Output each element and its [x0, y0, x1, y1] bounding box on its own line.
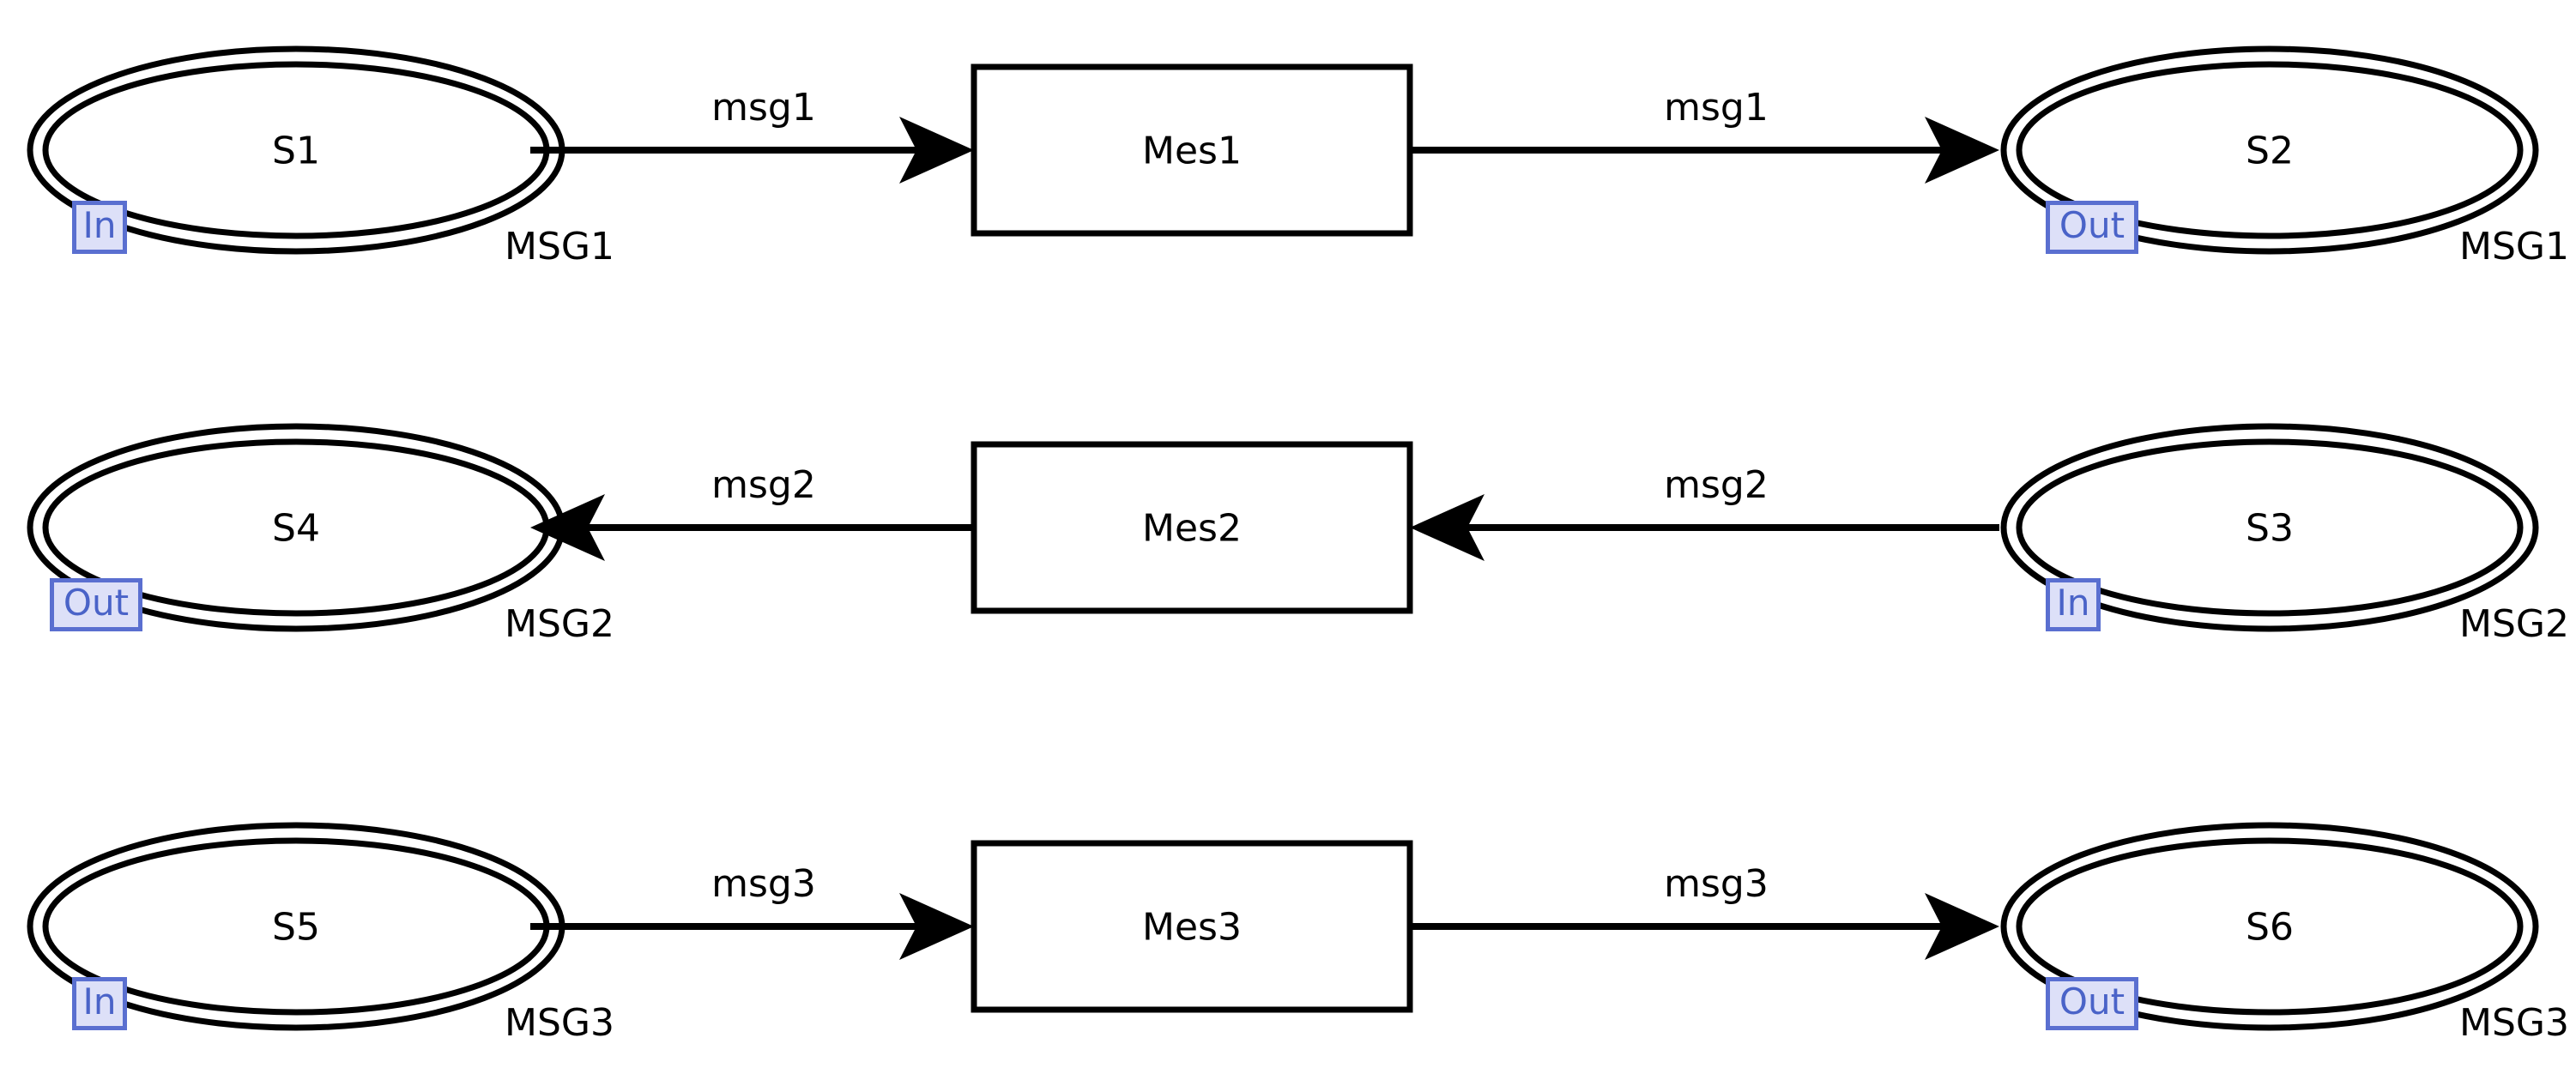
state-s6-inner-ellipse	[2016, 837, 2524, 1016]
state-node-s6[interactable]: S6	[2000, 822, 2539, 1031]
edge-s5-to-mes3-label: msg3	[711, 862, 816, 906]
port-badge-s6-out[interactable]: Out	[2046, 977, 2138, 1030]
group-label-msg1-right: MSG1	[2459, 225, 2569, 268]
group-label-msg3-right: MSG3	[2459, 1001, 2569, 1045]
message-mes3-label: Mes3	[1142, 906, 1242, 950]
state-s6-label: S6	[2246, 906, 2294, 950]
state-node-s4[interactable]: S4	[27, 423, 565, 632]
arrow-head-icon	[530, 494, 605, 561]
arrow-head-icon	[899, 893, 974, 960]
row-2-group: S4 msg2 Mes2 msg2	[27, 423, 2569, 646]
edge-mes1-to-s2[interactable]: msg1	[1410, 86, 1999, 184]
edge-mes2-to-s4[interactable]: msg2	[530, 463, 974, 561]
group-label-msg2-right: MSG2	[2459, 602, 2569, 646]
state-node-s3[interactable]: S3	[2000, 423, 2539, 632]
arrow-head-icon	[1925, 117, 1999, 184]
group-label-msg1-left: MSG1	[505, 225, 614, 268]
edge-s3-to-mes2-label: msg2	[1664, 463, 1769, 507]
port-badge-s1-in[interactable]: In	[72, 201, 127, 254]
message-mes1-label: Mes1	[1142, 130, 1242, 173]
message-node-mes3[interactable]: Mes3	[971, 840, 1413, 1013]
edge-s5-to-mes3[interactable]: msg3	[530, 862, 974, 960]
state-s3-inner-ellipse	[2016, 438, 2524, 617]
edge-s1-to-mes1[interactable]: msg1	[530, 86, 974, 184]
state-s3-outer-ellipse	[2000, 423, 2539, 632]
message-mes2-label: Mes2	[1142, 507, 1242, 551]
port-badge-s5-in[interactable]: In	[72, 977, 127, 1030]
row-1-group: S1 msg1 Mes1 msg1	[27, 45, 2569, 268]
edge-mes2-to-s4-label: msg2	[711, 463, 816, 507]
message-node-mes2[interactable]: Mes2	[971, 441, 1413, 614]
edge-mes3-to-s6-label: msg3	[1664, 862, 1769, 906]
state-s1-label: S1	[272, 130, 320, 173]
group-label-msg2-left: MSG2	[505, 602, 614, 646]
row-3-group: S5 msg3 Mes3 msg3	[27, 822, 2569, 1045]
state-node-s2[interactable]: S2	[2000, 45, 2539, 255]
port-badge-s2-out[interactable]: Out	[2046, 201, 2138, 254]
port-badge-s4-out[interactable]: Out	[50, 578, 142, 631]
state-s6-outer-ellipse	[2000, 822, 2539, 1031]
edge-s3-to-mes2[interactable]: msg2	[1410, 463, 1999, 561]
message-node-mes1[interactable]: Mes1	[971, 63, 1413, 237]
state-s3-label: S3	[2246, 507, 2294, 551]
arrow-head-icon	[899, 117, 974, 184]
state-s2-inner-ellipse	[2016, 61, 2524, 239]
arrow-head-icon	[1410, 494, 1485, 561]
state-s4-label: S4	[272, 507, 320, 551]
edge-s1-to-mes1-label: msg1	[711, 86, 816, 130]
state-s5-label: S5	[272, 906, 320, 950]
state-s2-outer-ellipse	[2000, 45, 2539, 255]
port-badge-s3-in[interactable]: In	[2046, 578, 2101, 631]
edge-mes3-to-s6[interactable]: msg3	[1410, 862, 1999, 960]
group-label-msg3-left: MSG3	[505, 1001, 614, 1045]
state-s2-label: S2	[2246, 130, 2294, 173]
arrow-head-icon	[1925, 893, 1999, 960]
edge-mes1-to-s2-label: msg1	[1664, 86, 1769, 130]
